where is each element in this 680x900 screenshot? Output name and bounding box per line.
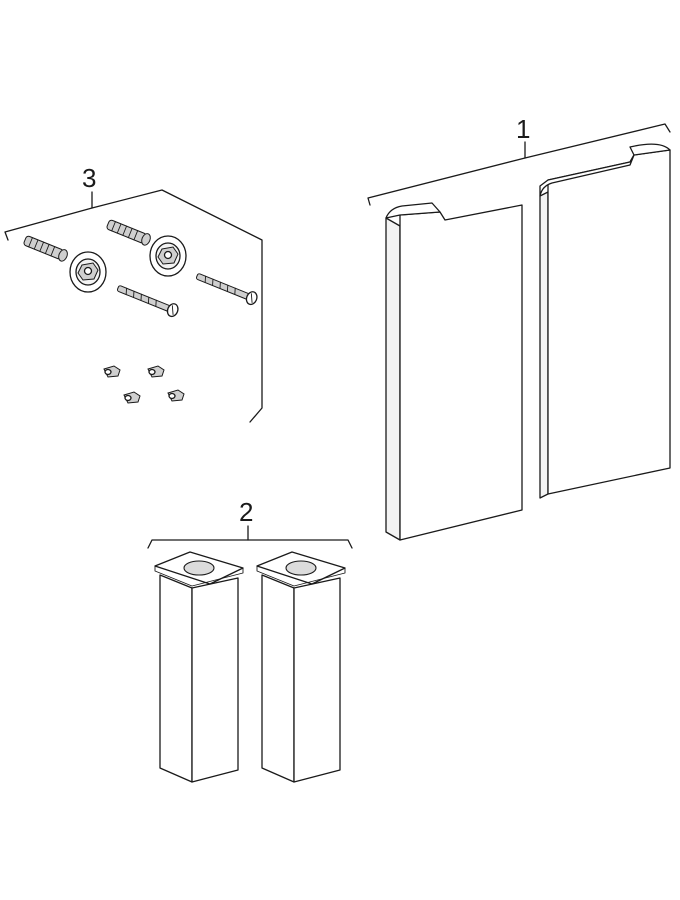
part-group-3: 3 xyxy=(4,163,263,423)
square-leg-b-side xyxy=(293,577,341,783)
cover-panel-right-edge xyxy=(539,191,549,499)
square-leg-b-hole xyxy=(285,560,317,576)
bracket-2 xyxy=(147,539,353,549)
square-leg-a xyxy=(154,551,244,783)
callout-label-3: 3 xyxy=(82,163,96,193)
cover-panel-right xyxy=(539,143,671,499)
square-leg-b-front xyxy=(261,574,295,783)
clip-3 xyxy=(123,391,141,404)
screw-1 xyxy=(116,285,179,318)
square-leg-b xyxy=(256,551,346,783)
square-leg-a-hole xyxy=(183,560,215,576)
clip-1 xyxy=(103,365,121,378)
washer-nut-1 xyxy=(69,251,107,293)
part-group-2: 2 xyxy=(147,497,353,783)
square-leg-a-side xyxy=(191,577,239,783)
callout-label-2: 2 xyxy=(239,497,253,527)
cover-panel-left-edge xyxy=(385,217,401,541)
cover-panel-left-top xyxy=(385,202,441,219)
screw-2 xyxy=(195,273,258,306)
cover-panel-left-front xyxy=(399,204,523,541)
cover-panel-left xyxy=(385,202,523,541)
square-leg-a-front xyxy=(159,574,193,783)
callout-label-1: 1 xyxy=(516,114,530,144)
clip-2 xyxy=(147,365,165,378)
part-group-1: 1 xyxy=(367,114,671,541)
washer-nut-2 xyxy=(149,235,187,277)
bracket-3 xyxy=(4,189,263,423)
wall-plug-2 xyxy=(106,219,151,246)
clip-4 xyxy=(167,389,185,402)
cover-panel-right-top xyxy=(539,143,671,197)
cover-panel-right-front xyxy=(547,149,671,495)
wall-plug-1 xyxy=(23,235,68,262)
